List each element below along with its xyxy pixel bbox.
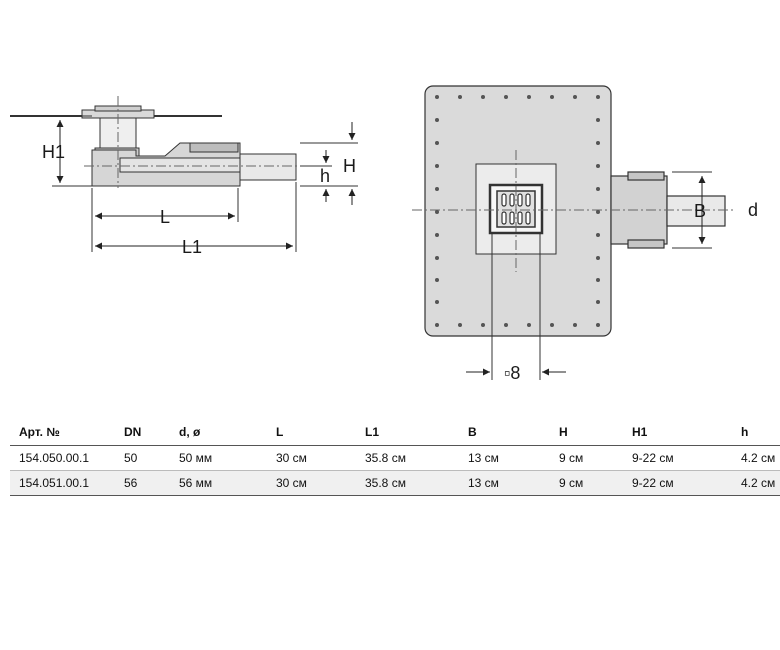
table-cell: 9 см bbox=[550, 470, 623, 496]
col-header: DN bbox=[115, 418, 170, 446]
technical-drawing: H1 H h L L1 bbox=[10, 85, 758, 383]
table-cell: 13 см bbox=[459, 445, 550, 471]
table-header-row: Арт. № DN d, ø L L1 B H H1 h bbox=[10, 418, 780, 446]
h-upper-label: H bbox=[343, 156, 356, 176]
col-header: H1 bbox=[623, 418, 732, 446]
table-cell: 154.050.00.1 bbox=[10, 445, 115, 471]
grate-size-label: ▫8 bbox=[504, 363, 520, 383]
table-row: 154.050.00.1 50 50 мм 30 см 35.8 см 13 с… bbox=[10, 445, 780, 471]
spec-table: Арт. № DN d, ø L L1 B H H1 h 154.050.00.… bbox=[10, 418, 780, 496]
table-cell: 13 см bbox=[459, 470, 550, 496]
col-header: H bbox=[550, 418, 623, 446]
table-cell: 35.8 см bbox=[356, 445, 459, 471]
col-header: L1 bbox=[356, 418, 459, 446]
table-cell: 9-22 см bbox=[623, 470, 732, 496]
top-view-drawing bbox=[412, 85, 736, 380]
table-cell: 30 см bbox=[267, 470, 356, 496]
table-cell: 35.8 см bbox=[356, 470, 459, 496]
table-row: 154.051.00.1 56 56 мм 30 см 35.8 см 13 с… bbox=[10, 470, 780, 496]
table-cell: 154.051.00.1 bbox=[10, 470, 115, 496]
table-cell: 30 см bbox=[267, 445, 356, 471]
table-cell: 4.2 см bbox=[732, 470, 780, 496]
h-lower-label: h bbox=[320, 166, 330, 186]
table-cell: 56 bbox=[115, 470, 170, 496]
table-cell: 56 мм bbox=[170, 470, 267, 496]
table-cell: 9-22 см bbox=[623, 445, 732, 471]
col-header: h bbox=[732, 418, 780, 446]
side-view-drawing bbox=[10, 96, 358, 252]
col-header: Арт. № bbox=[10, 418, 115, 446]
col-header: B bbox=[459, 418, 550, 446]
table-cell: 4.2 см bbox=[732, 445, 780, 471]
b-label: B bbox=[694, 201, 706, 221]
l1-label: L1 bbox=[182, 237, 202, 257]
l-label: L bbox=[160, 207, 170, 227]
screw-holes bbox=[435, 95, 600, 327]
table-cell: 50 мм bbox=[170, 445, 267, 471]
col-header: L bbox=[267, 418, 356, 446]
d-label: d bbox=[748, 200, 758, 220]
col-header: d, ø bbox=[170, 418, 267, 446]
h1-label: H1 bbox=[42, 142, 65, 162]
table-cell: 9 см bbox=[550, 445, 623, 471]
table-cell: 50 bbox=[115, 445, 170, 471]
